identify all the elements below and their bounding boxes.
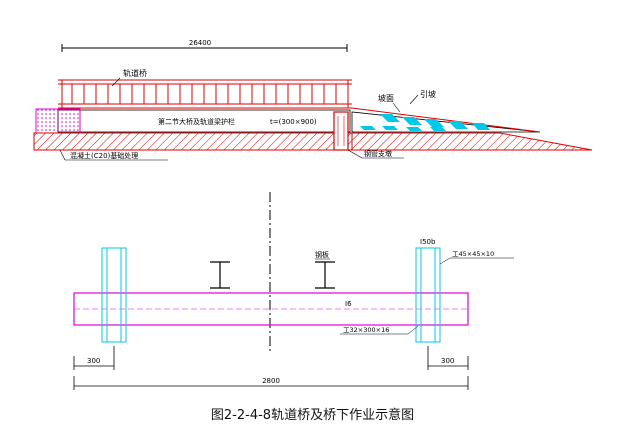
ramp <box>351 111 541 133</box>
section-view: I6 钢板 I50b 工45×45×10 <box>73 192 514 390</box>
dim-left-label: 300 <box>87 357 100 365</box>
left-abutment <box>35 108 81 134</box>
left-column <box>101 247 127 343</box>
ramp-blocks <box>360 114 490 131</box>
dim-total-label: 26400 <box>189 39 211 47</box>
label-foundation: 混凝土(C20)基础处理 <box>70 151 138 160</box>
dim-right-label: 300 <box>441 357 454 365</box>
label-slope: 坡面 <box>378 93 394 103</box>
label-right-col: 工45×45×10 <box>452 250 494 258</box>
label-rail-bridge: 轨道桥 <box>123 68 147 78</box>
label-beam-mid: I6 <box>345 300 352 308</box>
dim-total-bottom-label: 2800 <box>262 377 280 385</box>
ground-right <box>351 132 593 151</box>
label-top-right: I50b <box>420 238 436 246</box>
label-plate: 钢板 <box>315 250 329 259</box>
top-dimension: 26400 <box>61 39 348 52</box>
rail-bridge-truss <box>58 79 352 109</box>
dim-left <box>73 346 115 370</box>
i-beam-right-icon <box>315 261 335 289</box>
label-beam-spec: 工32×300×16 <box>343 326 389 334</box>
elevation-view: 26400 <box>33 39 593 161</box>
ground-left <box>33 132 353 151</box>
label-wagon: 第二节大桥及轨道梁护栏 <box>158 117 235 126</box>
dim-right <box>427 346 469 370</box>
label-pier: 钢管支墩 <box>364 149 392 158</box>
dim-total <box>73 376 469 390</box>
label-beam: t=(300×900) <box>270 118 317 126</box>
figure-caption: 图2-2-4-8轨道桥及桥下作业示意图 <box>210 408 415 423</box>
label-ramp: 引坡 <box>420 89 436 99</box>
right-column <box>415 247 441 343</box>
i-beam-left-icon <box>210 261 230 289</box>
steel-pier <box>333 111 349 151</box>
